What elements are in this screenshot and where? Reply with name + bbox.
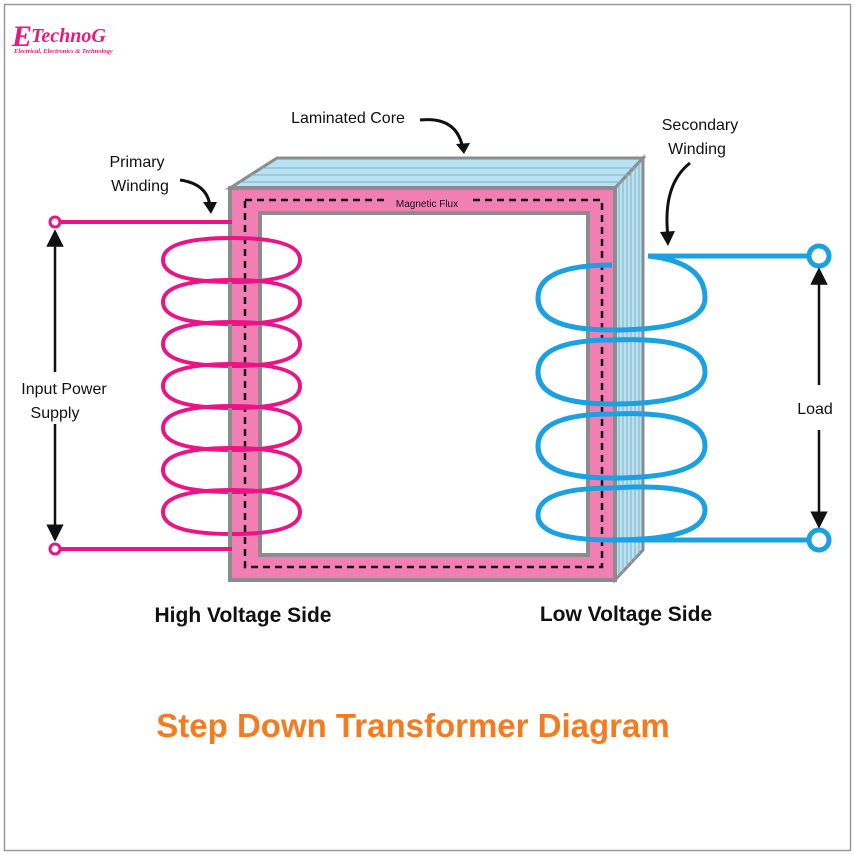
core-lamination-top [224,156,647,190]
secondary-winding-pointer [665,161,691,238]
magnetic-flux-path [243,198,604,569]
load-label: Load [797,401,833,418]
laminated-core-label: Laminated Core [291,110,405,127]
primary-terminal-bottom [48,542,62,556]
primary-winding-label-line2: Winding [111,178,169,195]
high-voltage-side-label: High Voltage Side [155,604,332,627]
logo-tagline: Electrical, Electronics & Technology [13,48,113,55]
secondary-coil-front [535,253,708,543]
secondary-winding-label-line1: Secondary [662,117,739,134]
primary-coil-front [231,236,303,536]
primary-leads [60,220,232,551]
laminated-core [224,154,647,584]
secondary-winding-pointer-head [660,231,675,246]
etechnog-logo: E TechnoG Electrical, Electronics & Tech… [11,20,113,55]
secondary-leads [612,253,808,543]
primary-winding-pointer-head [203,202,217,214]
outer-frame [3,3,852,852]
input-label-line2: Supply [31,405,80,422]
low-voltage-side-label: Low Voltage Side [540,603,712,626]
laminated-core-pointer-head [456,143,470,154]
primary-winding-label-line1: Primary [109,154,164,171]
diagram-title: Step Down Transformer Diagram [156,707,669,744]
secondary-terminal-bottom [806,527,832,553]
primary-coil-left-arcs [161,236,233,513]
magnetic-flux-label: Magnetic Flux [396,199,458,210]
secondary-winding-label-line2: Winding [668,141,726,158]
logo-name: TechnoG [31,25,106,47]
input-label-line1: Input Power [21,381,107,398]
laminated-core-pointer [419,118,465,151]
logo-initial: E [11,20,32,53]
secondary-terminal-top [806,243,832,269]
primary-terminal-top [48,215,62,229]
flux-label-bg [386,197,468,209]
